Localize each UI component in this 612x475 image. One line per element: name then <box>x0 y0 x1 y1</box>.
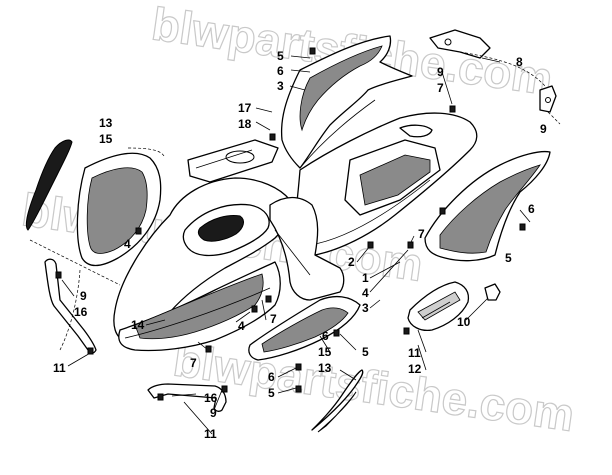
bolt-icon <box>221 385 228 393</box>
callout-1: 1 <box>362 271 369 285</box>
callout-16-bottom: 16 <box>204 391 218 405</box>
bolt-icon <box>439 207 446 215</box>
top-right-bracket[interactable] <box>429 29 491 59</box>
callout-14: 14 <box>131 318 145 332</box>
callout-6-top: 6 <box>277 64 284 78</box>
bottom-trim-strip[interactable] <box>311 369 364 433</box>
callout-6-right: 6 <box>528 202 535 216</box>
callout-7-mid: 7 <box>418 227 425 241</box>
bolt-icon <box>87 347 94 355</box>
heat-shield[interactable] <box>407 281 470 332</box>
right-rear-fender[interactable] <box>424 150 551 262</box>
callout-9-bottom: 9 <box>210 406 217 420</box>
bolt-icon <box>295 385 302 393</box>
bolt-icon <box>449 105 456 113</box>
storage-tray[interactable] <box>187 139 279 183</box>
callout-11-bottom: 11 <box>204 427 217 441</box>
bolt-icon <box>403 327 410 335</box>
left-side-panel[interactable] <box>25 139 162 267</box>
callout-2: 2 <box>348 255 355 269</box>
callout-5-bottom: 5 <box>268 386 275 400</box>
callout-9-right: 9 <box>540 122 547 136</box>
fasteners <box>55 47 526 401</box>
callout-15-low: 15 <box>318 345 332 359</box>
callout-4-lower: 4 <box>238 319 245 333</box>
small-right-bracket[interactable] <box>539 85 557 113</box>
callout-11-left: 11 <box>53 361 66 375</box>
rear-fender-top-cover[interactable] <box>280 35 413 169</box>
callout-7-lower: 7 <box>270 312 277 326</box>
callout-7-top: 7 <box>437 81 444 95</box>
bolt-icon <box>519 223 526 231</box>
callout-9-left: 9 <box>80 289 87 303</box>
callout-16-left: 16 <box>74 305 88 319</box>
rear-storage-compartment[interactable] <box>291 112 478 256</box>
callout-9-top: 9 <box>437 65 444 79</box>
callout-11-right: 11 <box>408 346 421 360</box>
callout-12: 12 <box>408 362 422 376</box>
callout-6-low: 6 <box>322 329 329 343</box>
callout-labels: 5 6 3 9 7 8 9 17 18 13 15 4 6 5 7 2 1 4 … <box>53 49 547 441</box>
callout-3-top: 3 <box>277 79 284 93</box>
bolt-icon <box>309 47 316 55</box>
callout-4-left: 4 <box>124 237 131 251</box>
bolt-icon <box>265 295 272 303</box>
bolt-icon <box>269 133 276 141</box>
bolt-icon <box>55 271 62 279</box>
bolt-icon <box>251 305 258 313</box>
bolt-icon <box>135 227 142 235</box>
callout-15-left: 15 <box>99 132 113 146</box>
front-lower-cover[interactable] <box>248 295 361 361</box>
bolt-icon <box>367 241 374 249</box>
front-body-fascia[interactable] <box>113 177 291 352</box>
callout-5-top: 5 <box>277 49 284 63</box>
callout-8: 8 <box>516 55 523 69</box>
callout-3-mid: 3 <box>362 301 369 315</box>
leader-lines <box>29 51 561 435</box>
bolt-icon <box>333 329 340 337</box>
bottom-grab-bar[interactable] <box>147 383 227 412</box>
callout-10: 10 <box>457 315 471 329</box>
left-grab-bar[interactable] <box>44 258 97 354</box>
bolt-icon <box>295 363 302 371</box>
watermark-text-bottom: blwpartsfiche.com <box>170 333 577 441</box>
bolt-icon <box>205 345 212 353</box>
callout-7-lower-2: 7 <box>190 356 197 370</box>
bolt-icon <box>157 393 164 401</box>
callout-4-mid: 4 <box>362 286 369 300</box>
center-body-frame[interactable] <box>269 196 345 301</box>
bracket-right[interactable] <box>484 283 501 301</box>
callout-5-right: 5 <box>505 251 512 265</box>
callout-18: 18 <box>238 117 252 131</box>
callout-5-low-2: 5 <box>362 345 369 359</box>
callout-13-bottom: 13 <box>318 361 332 375</box>
callout-13-left: 13 <box>99 116 113 130</box>
bolt-icon <box>407 241 414 249</box>
callout-17: 17 <box>238 101 252 115</box>
callout-6-bottom: 6 <box>268 370 275 384</box>
